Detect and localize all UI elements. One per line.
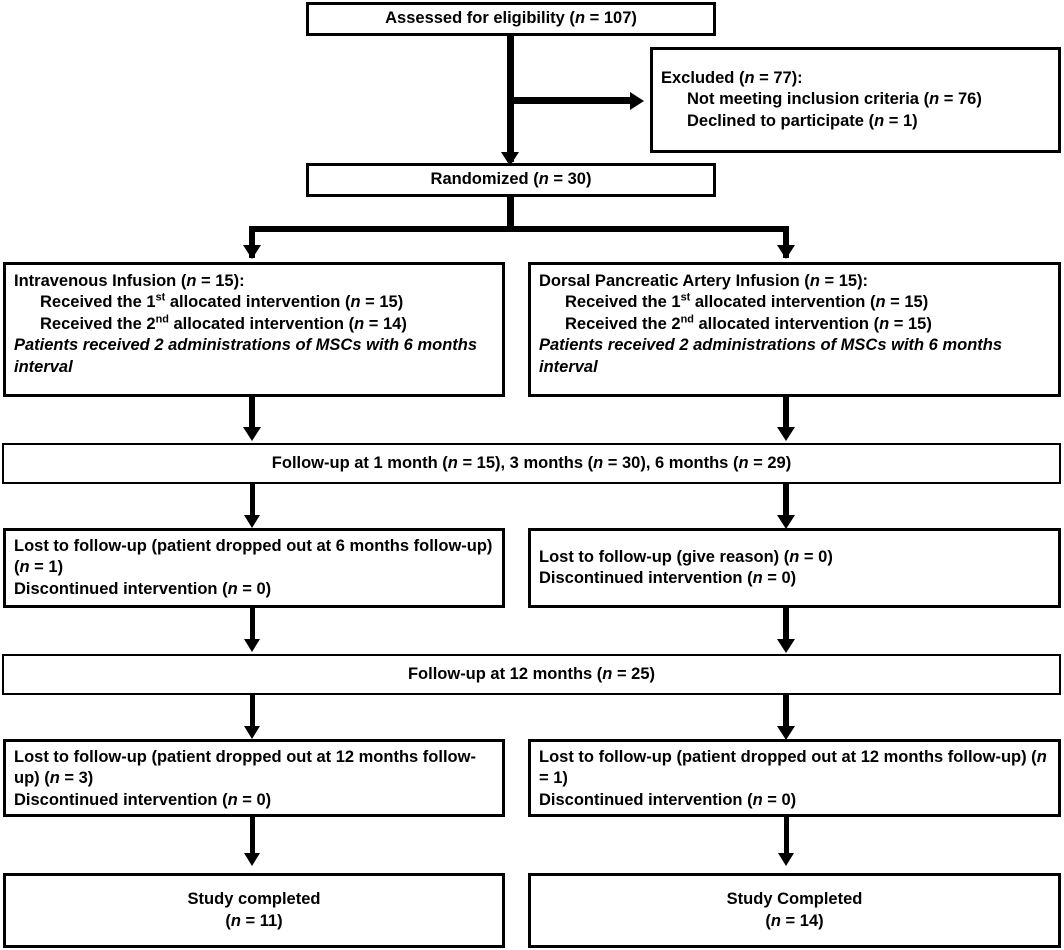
completed-left-n: (n = 11): [225, 911, 283, 930]
connector-lostleft-to-followup12: [250, 607, 255, 645]
lost-12-right-line2: Discontinued intervention (n = 0): [539, 790, 797, 809]
arrow-followup12-to-lost12right: [777, 726, 795, 740]
arm-right-heading: Dorsal Pancreatic Artery Infusion (n = 1…: [539, 272, 869, 290]
followup-early-label: Follow-up at 1 month (n = 15), 3 months …: [271, 453, 792, 472]
node-lost-followup-12-left[interactable]: Lost to follow-up (patient dropped out a…: [3, 739, 505, 817]
arrow-assessed-to-randomized: [501, 152, 519, 166]
node-followup-12-months[interactable]: Follow-up at 12 months (n = 25): [2, 654, 1061, 695]
connector-followup12-to-lost12left: [250, 694, 255, 732]
node-lost-followup-12-right[interactable]: Lost to follow-up (patient dropped out a…: [528, 739, 1061, 817]
connector-split-right: [783, 226, 789, 258]
connector-to-excluded: [510, 97, 636, 104]
node-arm-intravenous-infusion[interactable]: Intravenous Infusion (n = 15): Received …: [3, 262, 505, 397]
arm-right-line-0: Received the 1st allocated intervention …: [565, 291, 929, 312]
assessed-label: Assessed for eligibility (n = 107): [385, 9, 637, 28]
excluded-heading: Excluded (n = 77):: [661, 68, 803, 87]
excluded-reason-1: Declined to participate (n = 1): [687, 111, 918, 130]
node-excluded[interactable]: Excluded (n = 77): Not meeting inclusion…: [650, 47, 1061, 153]
arrow-split-left: [243, 245, 261, 259]
node-randomized[interactable]: Randomized (n = 30): [306, 163, 716, 197]
lost-12-right-line1: Lost to follow-up (patient dropped out a…: [539, 748, 1047, 788]
arrow-followup-to-lostleft: [244, 515, 260, 528]
arrow-lostright-to-followup12: [777, 639, 795, 653]
arrow-followup-to-lostright: [777, 515, 795, 529]
connector-armright-to-followup: [783, 396, 789, 432]
connector-randomized-stem: [507, 196, 514, 232]
arrow-to-excluded: [630, 92, 644, 110]
connector-split-left: [249, 226, 255, 258]
connector-lostright-to-followup12: [783, 607, 789, 645]
arrow-lostleft-to-followup12: [244, 639, 260, 652]
arrow-armright-to-followup: [777, 427, 795, 441]
arm-left-line-1: Received the 2nd allocated intervention …: [40, 313, 407, 333]
connector-allocation-split-bar: [249, 226, 789, 232]
connector-lost12right-to-completed: [784, 816, 789, 858]
node-study-completed-left[interactable]: Study completed (n = 11): [3, 873, 505, 948]
node-study-completed-right[interactable]: Study Completed (n = 14): [528, 873, 1061, 948]
completed-right-label: Study Completed: [726, 890, 863, 909]
arm-right-line-1: Received the 2nd allocated intervention …: [565, 313, 932, 333]
lost-early-left-line2: Discontinued intervention (n = 0): [14, 579, 272, 598]
node-arm-dorsal-pancreatic-artery-infusion[interactable]: Dorsal Pancreatic Artery Infusion (n = 1…: [528, 262, 1061, 397]
node-lost-followup-early-left[interactable]: Lost to follow-up (patient dropped out a…: [3, 528, 505, 608]
arrow-armleft-to-followup: [243, 427, 261, 441]
connector-followup-to-lostright: [783, 483, 789, 521]
completed-left-label: Study completed: [187, 890, 321, 909]
arm-left-heading: Intravenous Infusion (n = 15):: [14, 272, 245, 290]
arrow-lost12right-to-completed: [778, 853, 794, 866]
node-followup-early[interactable]: Follow-up at 1 month (n = 15), 3 months …: [2, 443, 1061, 484]
completed-right-n: (n = 14): [765, 911, 824, 930]
arrow-split-right: [777, 245, 795, 259]
followup-12-label: Follow-up at 12 months (n = 25): [407, 664, 656, 683]
arm-left-line-0: Received the 1st allocated intervention …: [40, 291, 404, 312]
arm-right-note: Patients received 2 administrations of M…: [539, 336, 1003, 376]
lost-12-left-line2: Discontinued intervention (n = 0): [14, 790, 272, 809]
arrow-followup12-to-lost12left: [244, 726, 260, 739]
arrow-lost12left-to-completed: [244, 853, 260, 866]
arm-left-note: Patients received 2 administrations of M…: [14, 336, 478, 376]
lost-early-right-line1: Lost to follow-up (give reason) (n = 0): [539, 547, 833, 566]
randomized-label: Randomized (n = 30): [430, 170, 592, 189]
lost-early-right-line2: Discontinued intervention (n = 0): [539, 569, 797, 587]
connector-armleft-to-followup: [249, 396, 255, 432]
connector-lost12left-to-completed: [250, 816, 255, 858]
lost-12-left-line1: Lost to follow-up (patient dropped out a…: [14, 748, 476, 788]
node-lost-followup-early-right[interactable]: Lost to follow-up (give reason) (n = 0) …: [528, 528, 1061, 608]
connector-followup12-to-lost12right: [783, 694, 789, 732]
connector-followup-to-lostleft: [250, 483, 255, 521]
lost-early-left-line1: Lost to follow-up (patient dropped out a…: [14, 537, 493, 577]
node-assessed-for-eligibility[interactable]: Assessed for eligibility (n = 107): [306, 2, 716, 36]
excluded-reason-0: Not meeting inclusion criteria (n = 76): [687, 90, 982, 109]
